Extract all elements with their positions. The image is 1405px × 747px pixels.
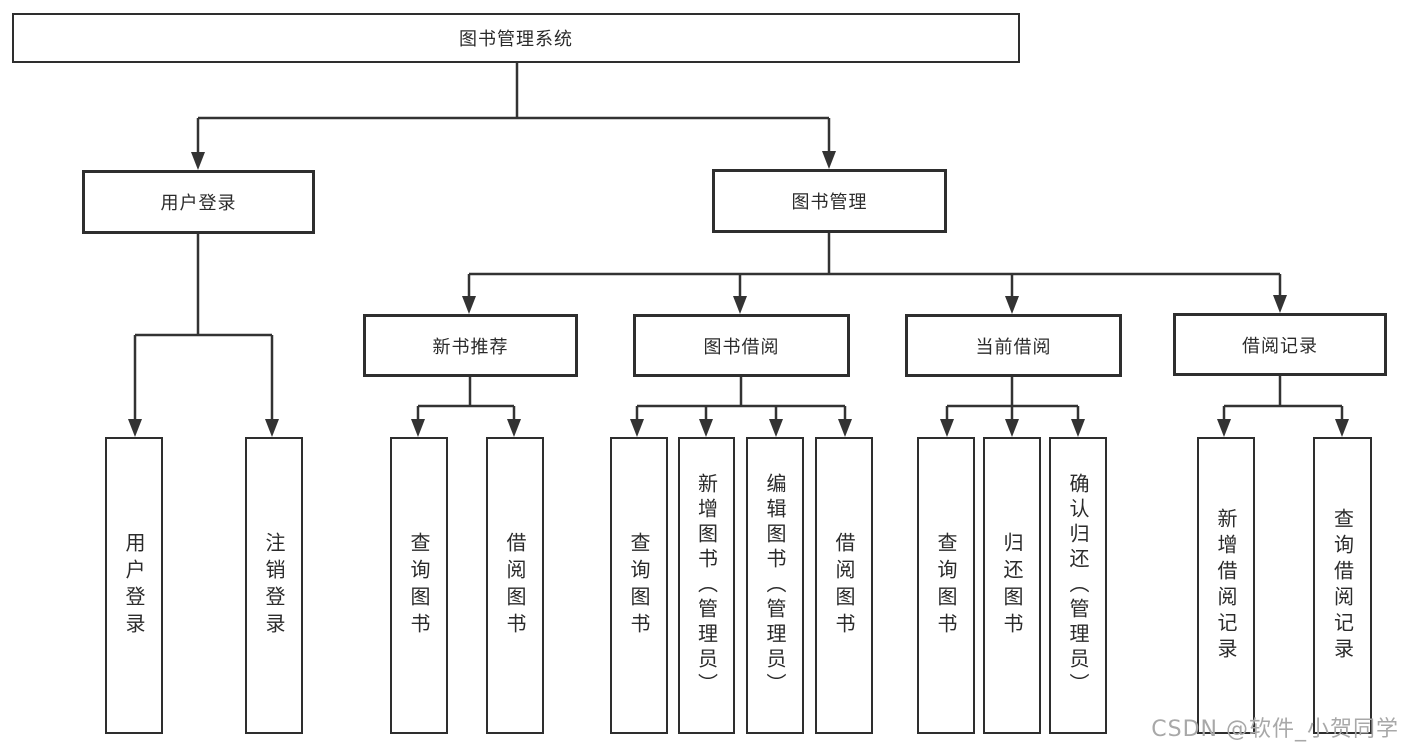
node-book-manage: 图书管理 <box>712 169 947 233</box>
connector-root-to-level2 <box>191 63 836 170</box>
leaf-current-return-books: 归还图书 <box>983 437 1041 734</box>
leaf-newbook-query-books: 查询图书 <box>390 437 448 734</box>
leaf-current-query-books: 查询图书 <box>917 437 975 734</box>
leaf-borrow-edit-books-admin: 编辑图书（管理员） <box>746 437 804 734</box>
leaf-borrow-borrow-books: 借阅图书 <box>815 437 873 734</box>
leaf-records-add-record: 新增借阅记录 <box>1197 437 1255 734</box>
leaf-current-confirm-return-admin: 确认归还（管理员） <box>1049 437 1107 734</box>
node-new-book: 新书推荐 <box>363 314 578 377</box>
connector-borrow-records-children <box>1217 375 1349 437</box>
connector-book-borrow-children <box>630 377 852 437</box>
node-current-borrow: 当前借阅 <box>905 314 1122 377</box>
connector-user-login-children <box>128 234 279 437</box>
node-user-login: 用户登录 <box>82 170 315 234</box>
node-system-root: 图书管理系统 <box>12 13 1020 63</box>
node-borrow-records: 借阅记录 <box>1173 313 1387 376</box>
csdn-watermark: CSDN @软件_小贺同学 <box>1151 717 1399 742</box>
leaf-records-query-record: 查询借阅记录 <box>1313 437 1372 734</box>
node-book-borrow: 图书借阅 <box>633 314 850 377</box>
leaf-borrow-query-books: 查询图书 <box>610 437 668 734</box>
connector-new-book-children <box>411 377 521 437</box>
connector-current-borrow-children <box>940 377 1085 437</box>
connector-book-manage-children <box>462 233 1287 314</box>
leaf-logout: 注销登录 <box>245 437 303 734</box>
leaf-user-login: 用户登录 <box>105 437 163 734</box>
leaf-borrow-add-books-admin: 新增图书（管理员） <box>678 437 735 734</box>
leaf-newbook-borrow-books: 借阅图书 <box>486 437 544 734</box>
